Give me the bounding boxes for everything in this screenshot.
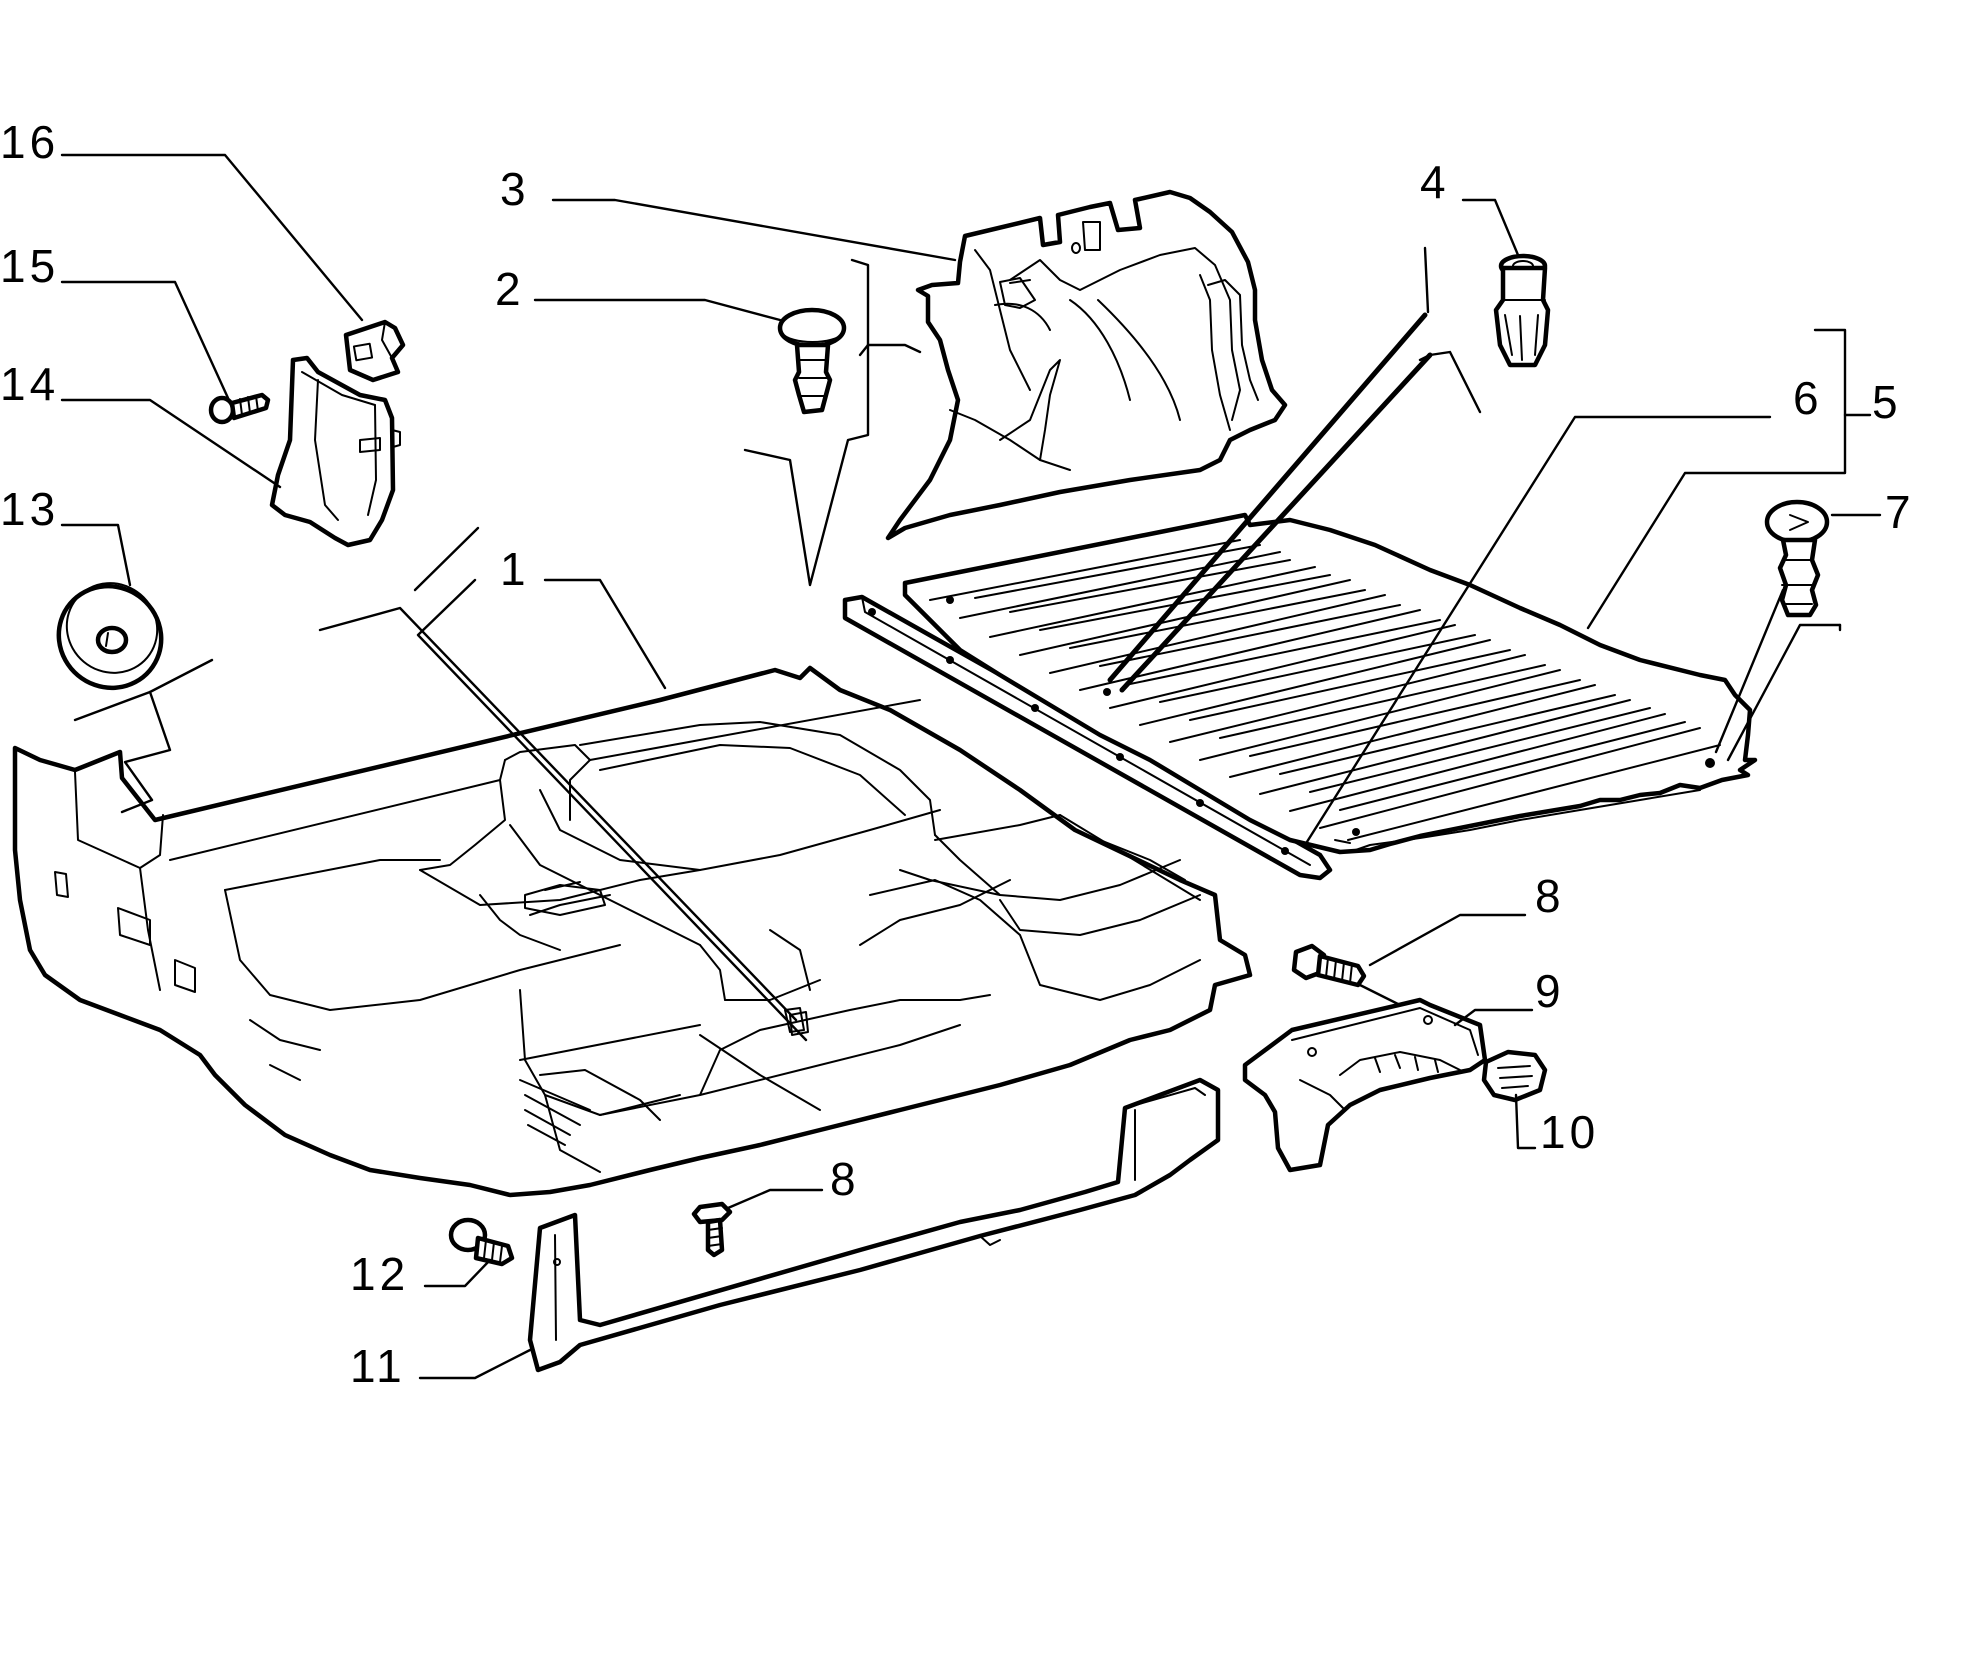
callout-8-lower: 8: [830, 1153, 860, 1205]
part-16-clip: [343, 319, 406, 383]
part-8-bolt-upper: [1291, 943, 1367, 988]
callout-5: 5: [1872, 376, 1902, 428]
part-3-side-trim-panel: [885, 189, 1288, 541]
part-12-bolt: [448, 1217, 515, 1267]
callout-1: 1: [500, 543, 530, 595]
callout-9: 9: [1535, 965, 1565, 1017]
part-4-clip: [1493, 253, 1551, 368]
part-1-front-floor-mat: [12, 665, 1253, 1198]
part-5-rear-cargo-mat: [902, 512, 1758, 855]
callout-13: 13: [0, 483, 59, 535]
callout-6: 6: [1793, 372, 1823, 424]
callout-16: 16: [0, 116, 59, 168]
leader-lines: [60, 153, 1882, 1380]
part-14-side-bracket: [269, 355, 401, 548]
callout-14: 14: [0, 358, 59, 410]
part-7-push-clip: [1764, 499, 1830, 618]
callout-12: 12: [350, 1248, 409, 1300]
part-8-screw-lower: [691, 1201, 733, 1258]
callout-8-upper: 8: [1535, 870, 1565, 922]
part-11-sill-trim: [527, 1077, 1221, 1373]
part-2-push-pin: [777, 307, 847, 415]
callout-3: 3: [500, 163, 530, 215]
part-6-trim-strip: [842, 594, 1333, 881]
part-10-rubber-plug: [1481, 1049, 1548, 1103]
part-15-screw: [208, 392, 271, 425]
callout-4: 4: [1420, 156, 1450, 208]
callout-labels: 16 15 14 13 1 2 3 4 5 6 7 8 9 10 8 12 11: [0, 116, 1915, 1392]
part-9-bracket: [1242, 997, 1488, 1173]
callout-7: 7: [1885, 486, 1915, 538]
part-13-round-plug: [56, 582, 164, 691]
callout-10: 10: [1540, 1106, 1599, 1158]
callout-15: 15: [0, 240, 59, 292]
callout-11: 11: [350, 1340, 406, 1392]
callout-2: 2: [495, 263, 525, 315]
